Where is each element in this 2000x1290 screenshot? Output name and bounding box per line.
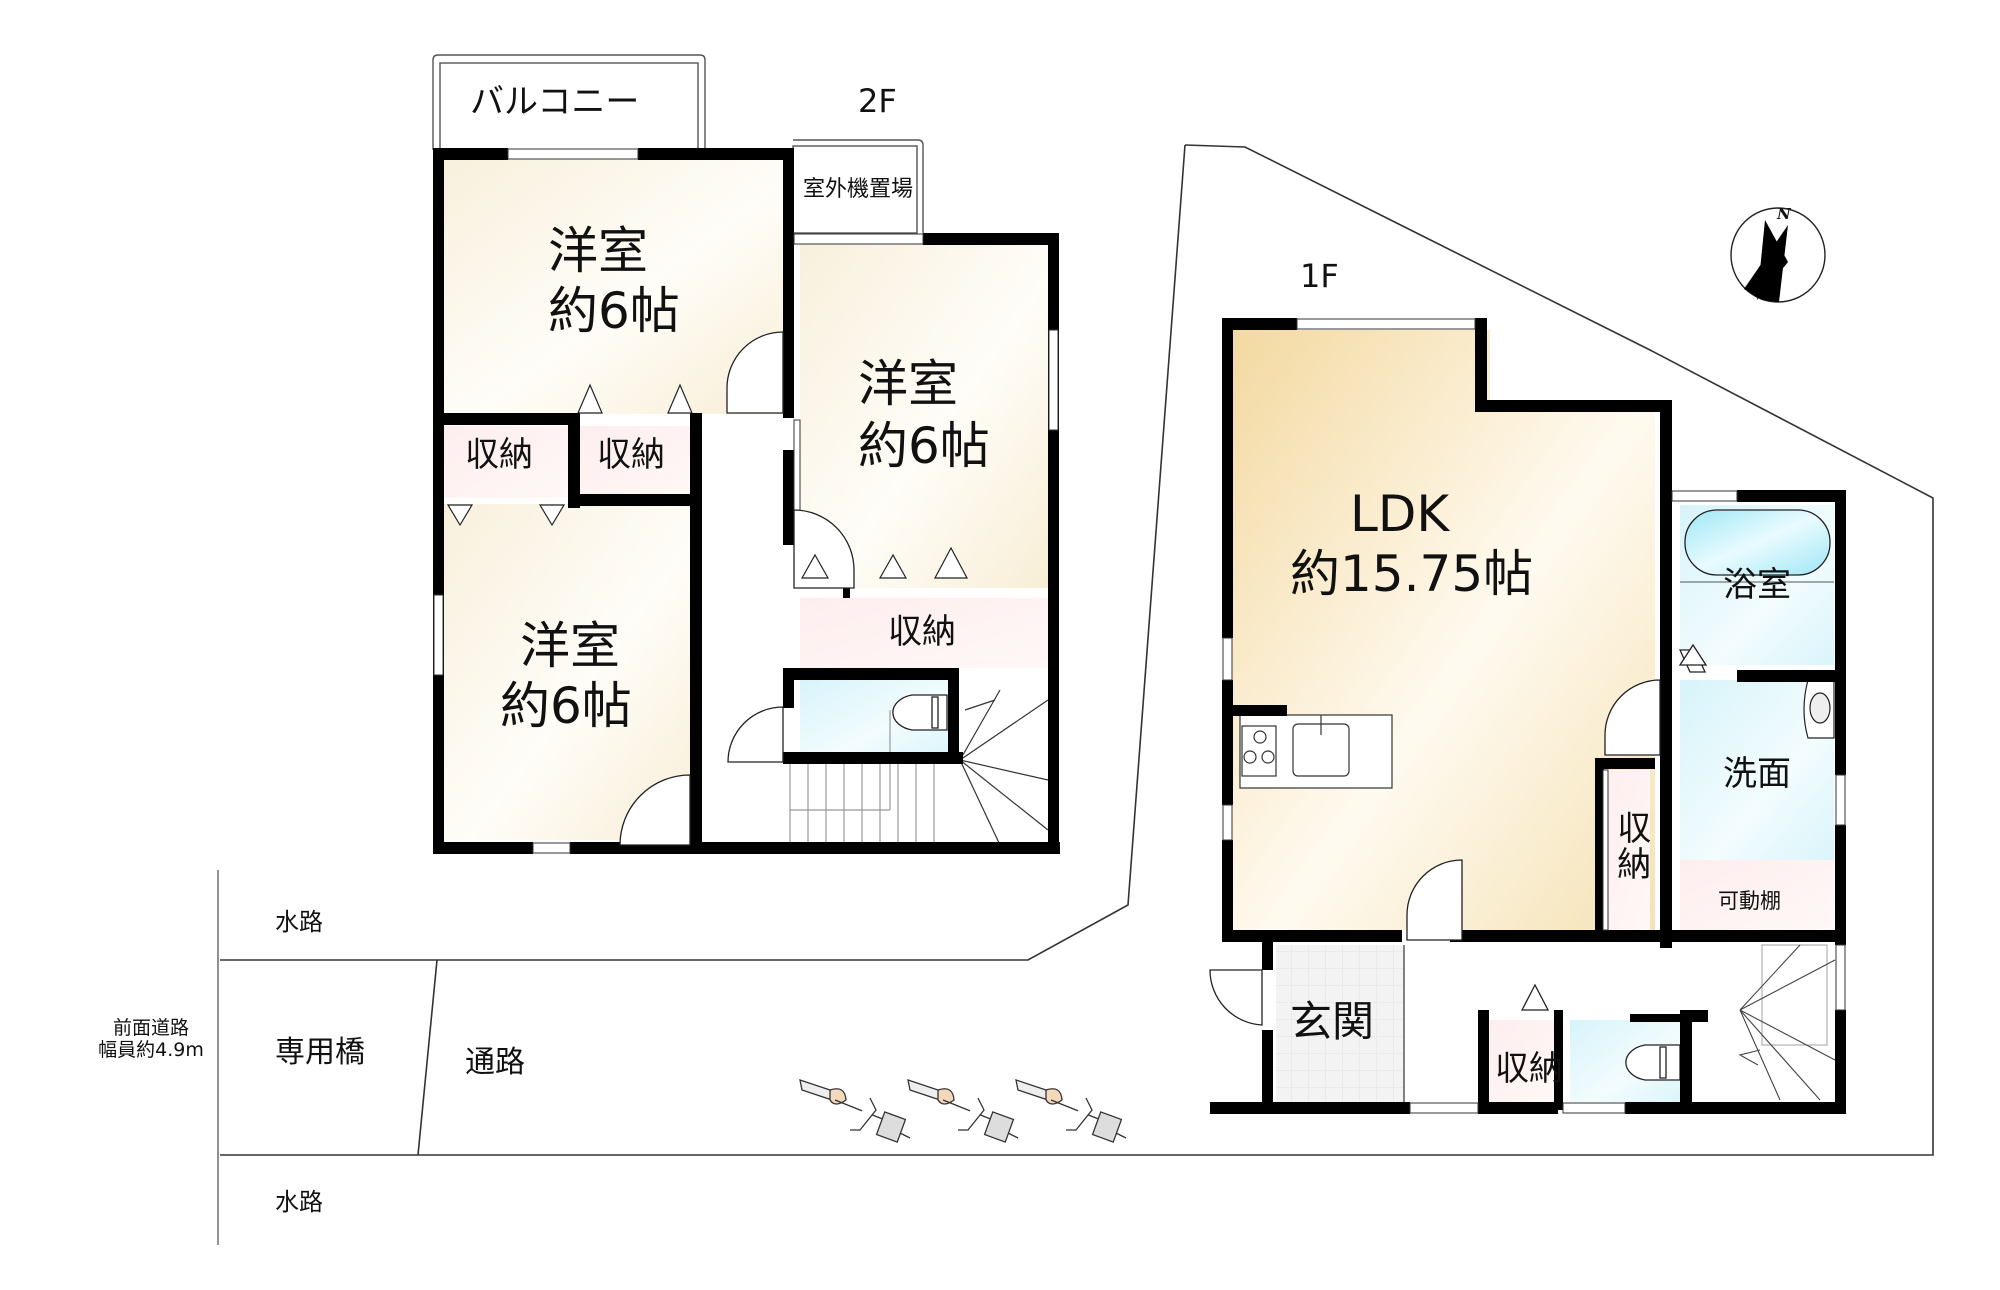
- front-road-label: 前面道路 幅員約4.9m: [88, 1017, 214, 1062]
- bicycle-icon: [799, 1079, 911, 1143]
- closet-door-marks-2f: [446, 383, 968, 579]
- western-room-east-name: 洋室: [858, 355, 958, 413]
- floor-label-1f: 1F: [1300, 257, 1339, 295]
- stairs-2f: [789, 689, 1049, 846]
- western-room-north-name: 洋室: [548, 222, 648, 280]
- front-road-line1: 前面道路: [112, 1017, 189, 1039]
- western-room-east-size: 約6帖: [858, 417, 990, 475]
- walls-1f: [1210, 318, 1846, 1114]
- ldk-name: LDK: [1350, 485, 1450, 543]
- western-room-south-size: 約6帖: [500, 677, 632, 735]
- private-bridge-label: 専用橋: [275, 1035, 365, 1070]
- storage-1f-vertical-label: 収納: [1610, 810, 1651, 882]
- storage-1f-lower-label: 収納: [1495, 1049, 1563, 1089]
- storage-2f-left-label: 収納: [465, 435, 533, 475]
- walls-2f: [433, 148, 1060, 854]
- toilet-1f: [1625, 1044, 1681, 1081]
- doors-1f: [1209, 643, 1708, 1026]
- site-boundary: [217, 144, 1934, 1245]
- windows-2f: [433, 148, 1059, 854]
- bicycle-parking-icons: [799, 1079, 1127, 1143]
- toilet-2f: [892, 694, 948, 731]
- waterway-bottom-label: 水路: [275, 1188, 323, 1216]
- balcony-label: バルコニー: [470, 82, 640, 122]
- outdoor-unit-space-label: 室外機置場: [803, 177, 914, 202]
- waterway-top-label: 水路: [275, 908, 323, 936]
- compass-north-label: N: [1777, 205, 1791, 223]
- entrance-label: 玄関: [1290, 997, 1375, 1046]
- washbasin: [1803, 679, 1835, 739]
- bathtub: [1684, 509, 1831, 576]
- western-room-north-size: 約6帖: [548, 282, 680, 340]
- outdoor-unit-space: [792, 139, 924, 234]
- washroom-label: 洗面: [1723, 754, 1791, 794]
- windows-1f: [1222, 318, 1846, 1114]
- kitchen-counter: [1239, 714, 1393, 789]
- storage-2f-right-label: 収納: [888, 612, 956, 652]
- passage-label: 通路: [465, 1045, 525, 1080]
- adjustable-shelf-label: 可動棚: [1718, 889, 1781, 913]
- storage-2f-middle-label: 収納: [597, 435, 665, 475]
- bathroom-label: 浴室: [1723, 565, 1791, 605]
- north-arrow-icon: [1730, 207, 1826, 303]
- ldk-size: 約15.75帖: [1290, 545, 1534, 603]
- front-road-width: 幅員約4.9m: [98, 1038, 204, 1061]
- western-room-south-name: 洋室: [520, 617, 620, 675]
- floor-label-2f: 2F: [858, 82, 897, 120]
- stairs-1f: [1738, 944, 1836, 1101]
